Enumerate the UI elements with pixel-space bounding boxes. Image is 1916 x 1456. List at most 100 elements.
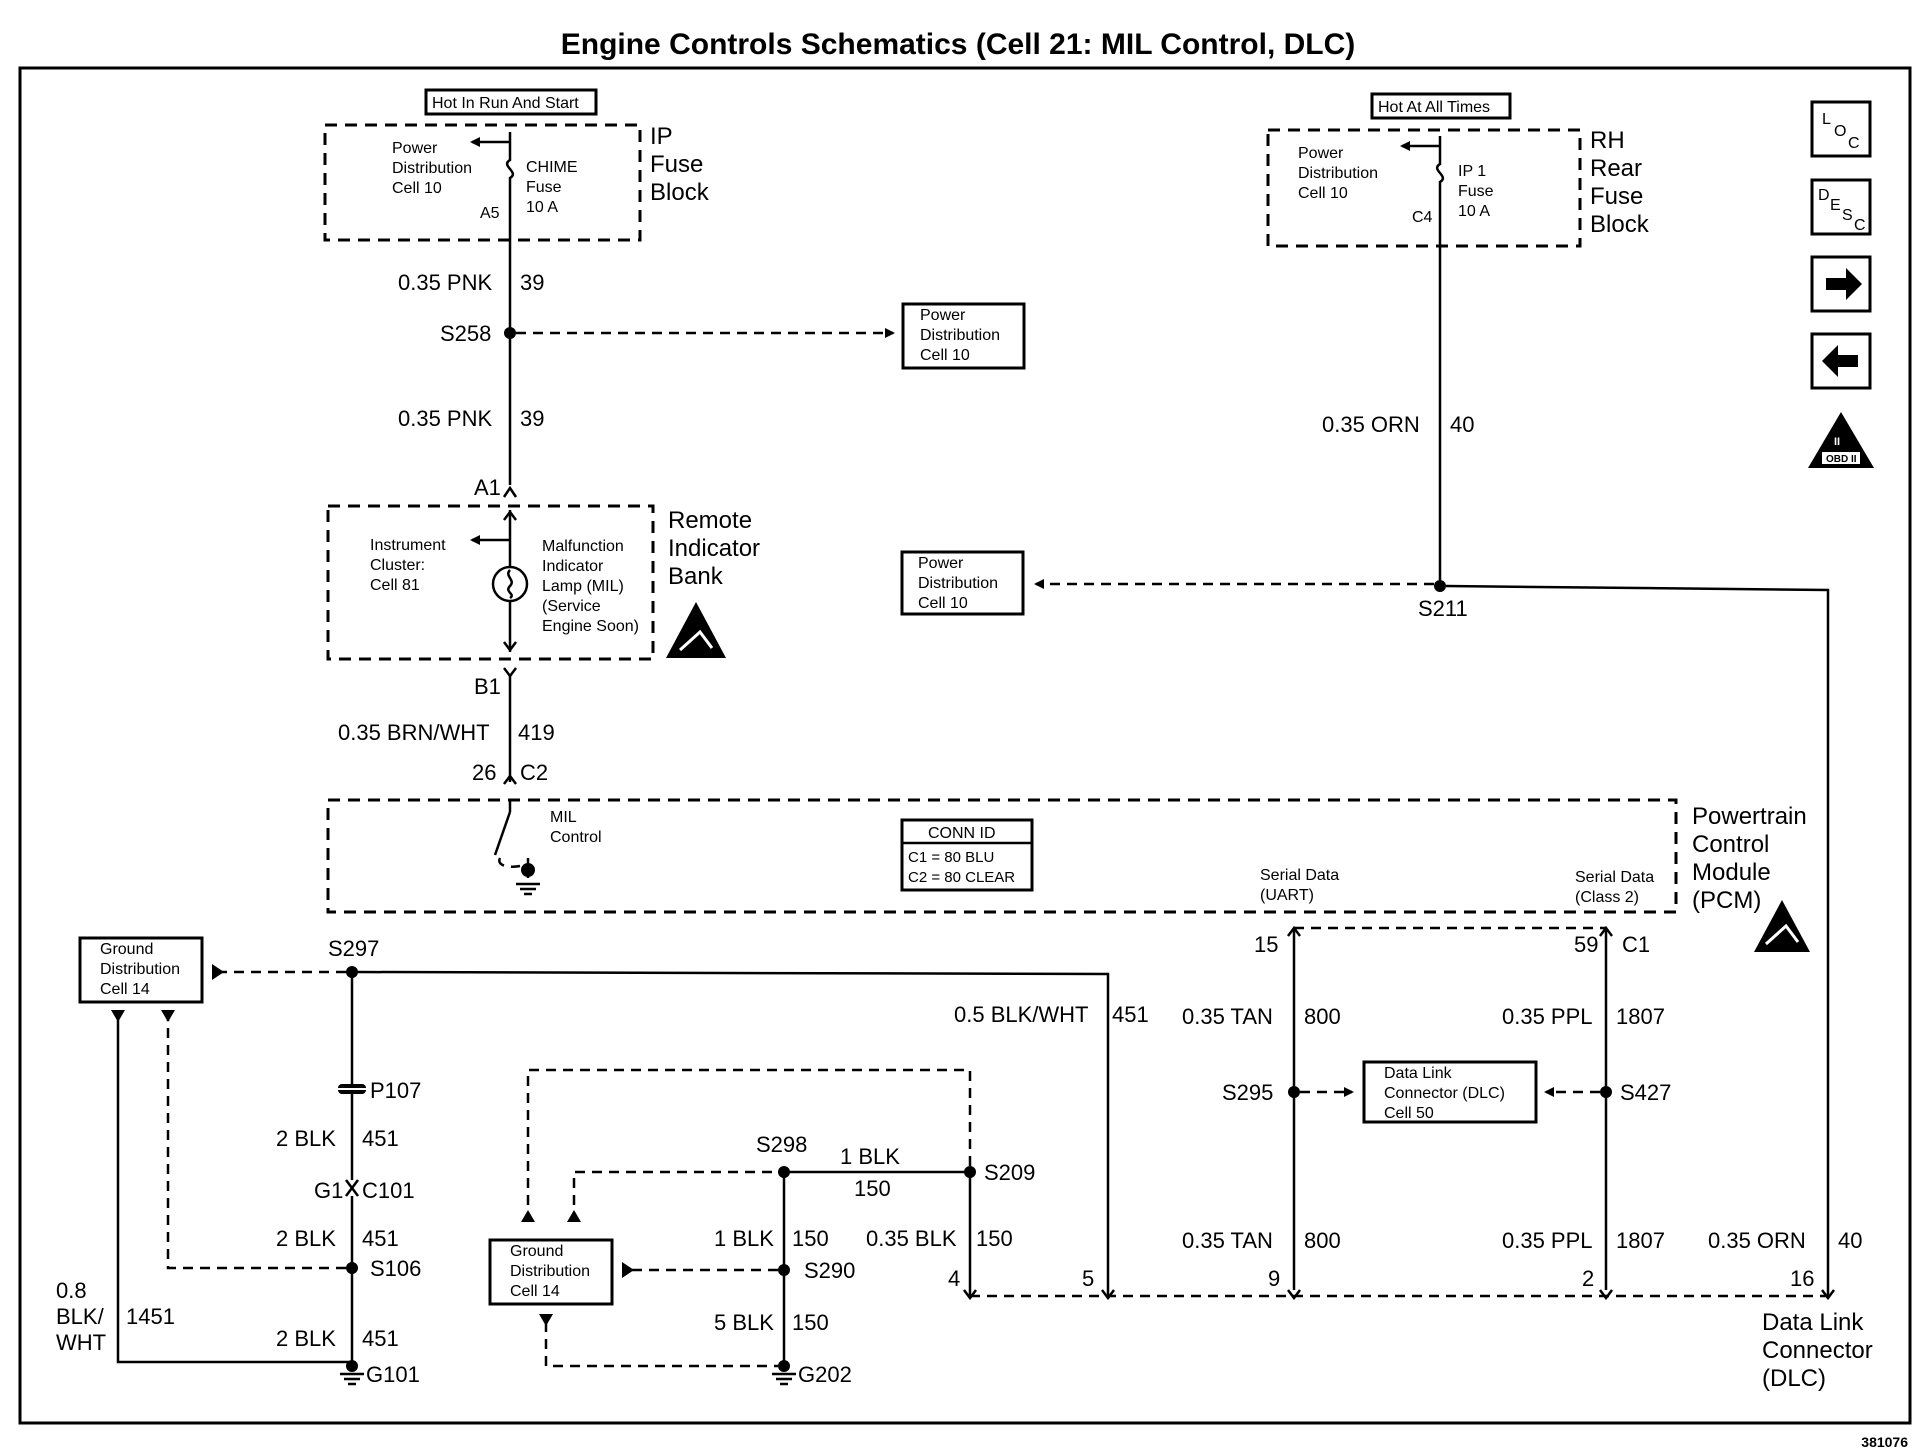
- svg-text:Control: Control: [550, 829, 602, 846]
- svg-text:150: 150: [854, 1176, 891, 1201]
- svg-text:0.35 PPL: 0.35 PPL: [1502, 1004, 1593, 1029]
- svg-text:(UART): (UART): [1260, 887, 1314, 904]
- svg-text:Cell 10: Cell 10: [392, 180, 442, 197]
- page-title: Engine Controls Schematics (Cell 21: MIL…: [560, 28, 1356, 61]
- svg-text:0.35 ORN: 0.35 ORN: [1322, 412, 1420, 437]
- rh-power-distribution-label: Power Distribution Cell 10: [1298, 145, 1378, 202]
- svg-text:G101: G101: [366, 1362, 420, 1387]
- svg-text:800: 800: [1304, 1228, 1341, 1253]
- svg-text:G1: G1: [314, 1178, 343, 1203]
- svg-text:Connector (DLC): Connector (DLC): [1384, 1085, 1505, 1102]
- mil-lamp-label: Malfunction Indicator Lamp (MIL) (Servic…: [542, 538, 639, 635]
- wire-label-blk-wht-1451: 0.8 BLK/ WHT 1451: [56, 1278, 175, 1355]
- svg-text:Block: Block: [650, 179, 710, 206]
- svg-text:A5: A5: [480, 205, 500, 222]
- svg-text:Remote: Remote: [668, 507, 752, 534]
- svg-text:Ground: Ground: [100, 941, 153, 958]
- arrow-right-icon[interactable]: [1810, 255, 1872, 313]
- svg-text:C1 = 80 BLU: C1 = 80 BLU: [908, 849, 994, 866]
- svg-text:0.35 BRN/WHT: 0.35 BRN/WHT: [338, 720, 490, 745]
- svg-text:RH: RH: [1590, 127, 1625, 154]
- svg-text:1807: 1807: [1616, 1228, 1665, 1253]
- svg-text:Fuse: Fuse: [1590, 183, 1643, 210]
- svg-text:Connector: Connector: [1762, 1337, 1873, 1364]
- svg-text:Indicator: Indicator: [542, 558, 604, 575]
- ip-fuse-block-name: IP Fuse Block: [650, 123, 710, 206]
- wire-label-blk-451-a: 2 BLK 451: [276, 1126, 399, 1151]
- serial-data-uart-label: Serial Data (UART): [1260, 867, 1339, 904]
- power-distribution-box-s211: Power Distribution Cell 10: [900, 550, 1025, 616]
- svg-text:Indicator: Indicator: [668, 535, 760, 562]
- svg-text:BLK/: BLK/: [56, 1304, 105, 1329]
- svg-text:Serial Data: Serial Data: [1260, 867, 1339, 884]
- wire-label-brn-wht: 0.35 BRN/WHT 419: [338, 720, 555, 745]
- svg-text:150: 150: [792, 1310, 829, 1335]
- svg-text:E: E: [1830, 197, 1841, 214]
- svg-text:10 A: 10 A: [526, 199, 558, 216]
- remote-indicator-bank-outline: [326, 504, 655, 661]
- splice-s295-label: S295: [1222, 1080, 1273, 1105]
- pcm-outline: [326, 798, 1678, 914]
- svg-text:150: 150: [792, 1226, 829, 1251]
- mil-control-label: MIL Control: [550, 809, 602, 846]
- svg-text:2 BLK: 2 BLK: [276, 1126, 336, 1151]
- pcm-esd-icon: [1754, 900, 1810, 952]
- svg-text:G202: G202: [798, 1362, 852, 1387]
- loc-icon[interactable]: L O C: [1810, 100, 1872, 158]
- splice-s427: [1600, 1086, 1612, 1098]
- svg-text:9: 9: [1268, 1266, 1280, 1291]
- arrow-left-icon[interactable]: [1810, 332, 1872, 390]
- svg-text:5 BLK: 5 BLK: [714, 1310, 774, 1335]
- obd-ii-icon: II OBD II: [1808, 412, 1874, 468]
- ip-fuse-block-outline: [323, 123, 642, 242]
- ground-distribution-box-mid: Ground Distribution Cell 14: [488, 1238, 614, 1306]
- svg-text:Data Link: Data Link: [1762, 1309, 1864, 1336]
- wire-label-blk-150-left: 1 BLK 150: [714, 1226, 829, 1251]
- wire-label-tan-lower: 0.35 TAN 800: [1182, 1228, 1341, 1253]
- svg-text:16: 16: [1790, 1266, 1814, 1291]
- svg-text:Power: Power: [920, 307, 966, 324]
- svg-text:1 BLK: 1 BLK: [840, 1144, 900, 1169]
- document-number: 381076: [1861, 1434, 1908, 1450]
- svg-text:C101: C101: [362, 1178, 415, 1203]
- svg-text:0.35 PNK: 0.35 PNK: [398, 270, 492, 295]
- splice-s258-label: S258: [440, 321, 491, 346]
- splice-s106-label: S106: [370, 1256, 421, 1281]
- dlc-name: Data Link Connector (DLC): [1762, 1309, 1873, 1392]
- svg-text:Powertrain: Powertrain: [1692, 803, 1807, 830]
- power-distribution-box-s258: Power Distribution Cell 10: [901, 302, 1026, 370]
- svg-text:Distribution: Distribution: [510, 1263, 590, 1280]
- svg-text:CONN ID: CONN ID: [928, 825, 996, 842]
- svg-text:Distribution: Distribution: [1298, 165, 1378, 182]
- dlc-pin-labels: 4 5 9 2 16: [948, 1266, 1814, 1291]
- svg-text:4: 4: [948, 1266, 960, 1291]
- svg-text:Instrument: Instrument: [370, 537, 446, 554]
- serial-data-class2-label: Serial Data (Class 2): [1575, 869, 1654, 906]
- dlc-cell50-box: Data Link Connector (DLC) Cell 50: [1362, 1060, 1538, 1124]
- splice-s297-label: S297: [328, 936, 379, 961]
- svg-text:Fuse: Fuse: [526, 179, 562, 196]
- svg-text:0.35 TAN: 0.35 TAN: [1182, 1004, 1273, 1029]
- svg-text:(Class 2): (Class 2): [1575, 889, 1639, 906]
- svg-text:D: D: [1818, 187, 1830, 204]
- svg-text:Block: Block: [1590, 211, 1650, 238]
- svg-text:Module: Module: [1692, 859, 1771, 886]
- splice-s290: [778, 1264, 790, 1276]
- svg-text:39: 39: [520, 270, 544, 295]
- ip1-fuse: IP 1 Fuse 10 A C4: [1412, 136, 1494, 226]
- desc-icon[interactable]: D E S C: [1810, 178, 1872, 236]
- splice-s298-label: S298: [756, 1132, 807, 1157]
- svg-text:Power: Power: [1298, 145, 1344, 162]
- svg-text:1807: 1807: [1616, 1004, 1665, 1029]
- conn-id-table: CONN ID C1 = 80 BLU C2 = 80 CLEAR: [900, 818, 1034, 892]
- splice-s258: [504, 327, 516, 339]
- svg-text:Cell 50: Cell 50: [1384, 1105, 1434, 1122]
- svg-text:Distribution: Distribution: [918, 575, 998, 592]
- svg-text:Malfunction: Malfunction: [542, 538, 624, 555]
- diagram-border: [18, 66, 1912, 1425]
- wire-label-pnk-upper: 0.35 PNK 39: [398, 270, 544, 295]
- svg-text:WHT: WHT: [56, 1330, 106, 1355]
- svg-text:39: 39: [520, 406, 544, 431]
- svg-text:Cell 10: Cell 10: [1298, 185, 1348, 202]
